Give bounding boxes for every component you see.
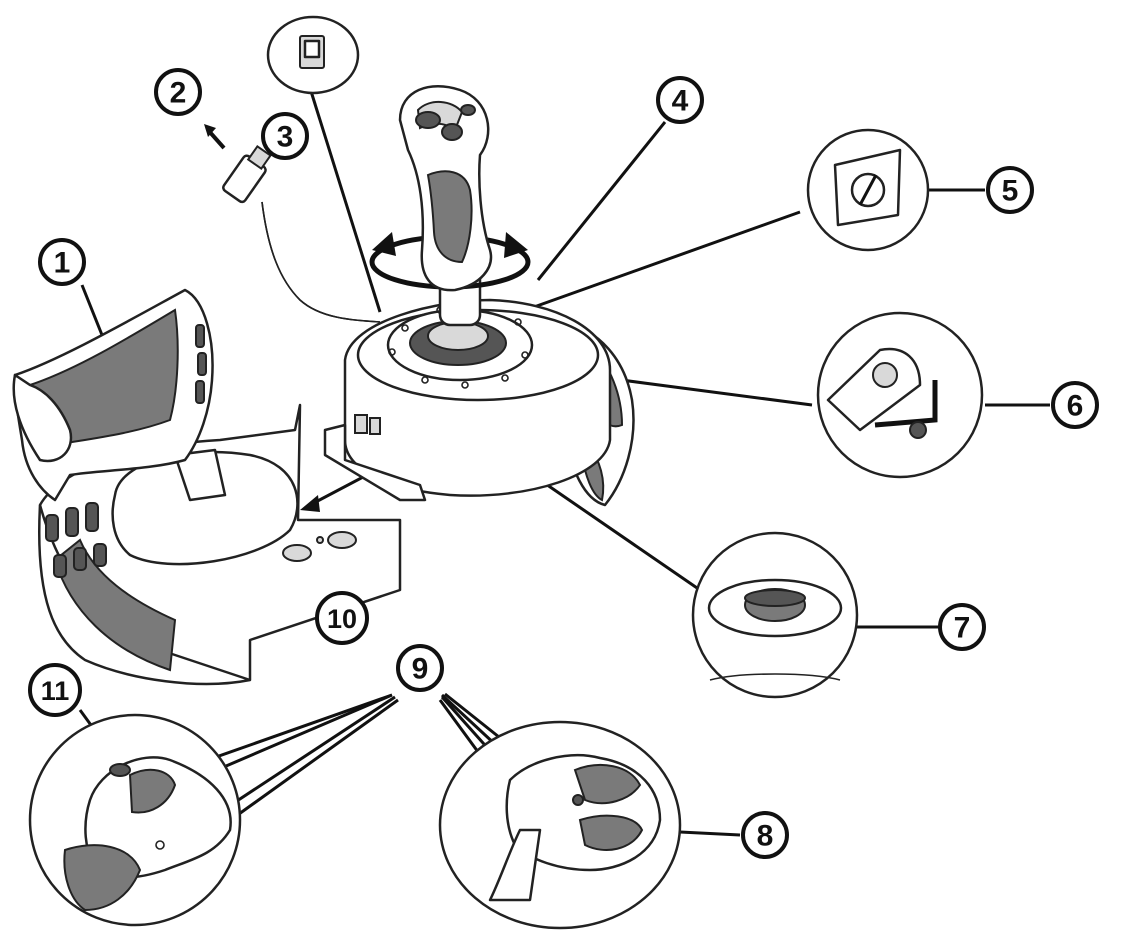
leader-7a xyxy=(539,478,701,592)
stick-zoom-pad xyxy=(578,814,644,851)
svg-text:5: 5 xyxy=(1002,175,1019,208)
svg-text:1: 1 xyxy=(54,247,71,280)
throttle-unit xyxy=(12,288,402,686)
usb-plug-icon xyxy=(222,144,272,204)
stick-top-button xyxy=(415,111,441,129)
leader-3a xyxy=(308,87,382,313)
throttle-led xyxy=(316,536,324,544)
usb-cable xyxy=(204,124,381,323)
zoom-throttle-buttons xyxy=(28,713,242,927)
callout-6: 6 xyxy=(1051,381,1099,429)
base-switch xyxy=(354,414,368,434)
base-bolts xyxy=(388,306,529,389)
zoom-tension-screw xyxy=(806,128,930,252)
throttle-base-panel xyxy=(53,538,177,672)
leader-4 xyxy=(536,121,667,281)
stick-grip-panel xyxy=(426,170,473,264)
svg-text:11: 11 xyxy=(41,676,70,706)
zoom-hex-key xyxy=(816,311,984,479)
callout-4: 4 xyxy=(656,76,704,124)
vent-slots xyxy=(45,502,107,578)
svg-text:7: 7 xyxy=(954,612,971,645)
zoom-underside-wheel xyxy=(691,531,859,699)
svg-text:10: 10 xyxy=(327,604,357,634)
throttle-button-right xyxy=(327,531,357,549)
svg-text:6: 6 xyxy=(1067,390,1084,423)
leader-5a xyxy=(519,210,801,314)
callout-9: 9 xyxy=(396,644,444,692)
callout-1: 1 xyxy=(38,238,86,286)
callout-2: 2 xyxy=(154,68,202,116)
joystick-unit xyxy=(323,85,635,507)
zoom-stick-buttons xyxy=(438,720,682,930)
zoom-cable-port xyxy=(266,15,360,95)
callout-5: 5 xyxy=(986,166,1034,214)
svg-text:4: 4 xyxy=(672,85,689,118)
callout-8: 8 xyxy=(741,811,789,859)
svg-text:8: 8 xyxy=(757,820,774,853)
callout-10: 10 xyxy=(315,591,369,645)
svg-text:2: 2 xyxy=(170,77,187,110)
callout-3: 3 xyxy=(261,112,309,160)
callout-7: 7 xyxy=(938,603,986,651)
callout-11: 11 xyxy=(28,663,82,717)
throttle-zoom-button xyxy=(109,763,131,777)
throttle-grip-ridges xyxy=(195,324,207,404)
svg-text:3: 3 xyxy=(277,121,294,154)
callouts: 1 2 3 4 5 6 7 8 xyxy=(28,68,1099,859)
throttle-button-left xyxy=(282,544,312,562)
arrow-icon xyxy=(204,124,216,137)
leader-6a xyxy=(605,376,813,407)
svg-text:9: 9 xyxy=(412,653,429,686)
